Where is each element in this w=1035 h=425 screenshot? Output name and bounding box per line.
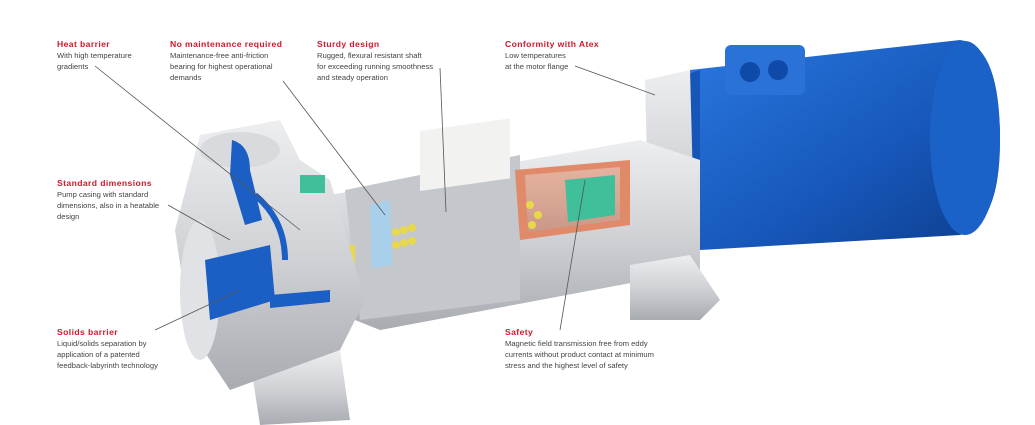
leader-lines bbox=[94, 65, 656, 331]
callout-text: Pump casing with standard dimensions, al… bbox=[57, 190, 160, 221]
callout-title: Solids barrier bbox=[57, 327, 119, 337]
motor-foot bbox=[630, 255, 720, 320]
callout-title: Safety bbox=[505, 327, 534, 337]
callout-solids-barrier: Solids barrier Liquid/solids separation … bbox=[57, 327, 158, 371]
callout-safety: Safety Magnetic field transmission free … bbox=[505, 327, 654, 371]
callout-text: With high temperature gradients bbox=[57, 51, 132, 71]
callout-standard-dimensions: Standard dimensions Pump casing with sta… bbox=[57, 178, 159, 222]
callout-title: Heat barrier bbox=[57, 39, 111, 49]
callout-text: Magnetic field transmission free from ed… bbox=[505, 339, 654, 370]
callout-text: Maintenance-free anti-friction bearing f… bbox=[170, 51, 273, 82]
callout-text: Low temperatures at the motor flange bbox=[505, 51, 569, 71]
callout-atex: Conformity with Atex Low temperatures at… bbox=[505, 39, 599, 72]
callout-title: No maintenance required bbox=[170, 39, 283, 49]
callout-no-maintenance: No maintenance required Maintenance-free… bbox=[170, 39, 282, 83]
callout-text: Rugged, flexural resistant shaft for exc… bbox=[317, 51, 434, 82]
callout-heat-barrier: Heat barrier With high temperature gradi… bbox=[57, 39, 132, 72]
pump-casing bbox=[175, 120, 365, 390]
bearing-housing bbox=[330, 118, 700, 330]
callout-title: Conformity with Atex bbox=[505, 39, 600, 49]
motor bbox=[655, 40, 1000, 260]
callout-text: Liquid/solids separation by application … bbox=[57, 339, 158, 370]
callout-sturdy-design: Sturdy design Rugged, flexural resistant… bbox=[317, 39, 433, 83]
callout-title: Sturdy design bbox=[317, 39, 380, 49]
callout-title: Standard dimensions bbox=[57, 178, 152, 188]
bearing-balls bbox=[392, 201, 542, 249]
